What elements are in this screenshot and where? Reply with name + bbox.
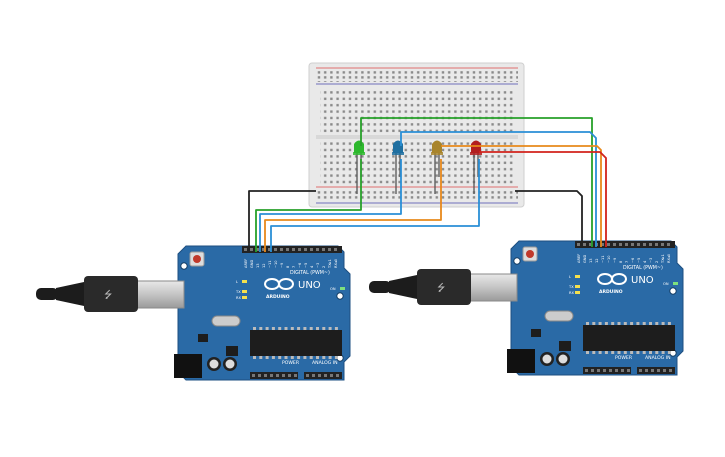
svg-text:~11: ~11 xyxy=(601,255,605,263)
analog-in-label: ANALOG IN xyxy=(645,355,671,361)
power-jack[interactable] xyxy=(507,349,535,373)
usb-cable-left[interactable]: ⭍ xyxy=(36,276,185,312)
uno-logo-text: UNO xyxy=(298,280,321,291)
svg-text:~9: ~9 xyxy=(280,262,284,268)
wire-red-right[interactable] xyxy=(479,151,607,247)
power-label: POWER xyxy=(282,360,300,366)
svg-text:TX▸1: TX▸1 xyxy=(661,254,665,264)
svg-text:~6: ~6 xyxy=(631,257,635,263)
svg-text:~10: ~10 xyxy=(274,260,278,268)
svg-text:~3: ~3 xyxy=(649,258,653,263)
arduino-logo-icon xyxy=(264,278,294,290)
svg-text:TX▸1: TX▸1 xyxy=(328,259,332,269)
digital-label: DIGITAL (PWM~) xyxy=(623,265,663,271)
on-led-label: ON xyxy=(330,287,336,291)
svg-text:~3: ~3 xyxy=(316,263,320,268)
svg-text:8: 8 xyxy=(619,260,623,263)
reset-button[interactable] xyxy=(522,246,538,262)
rx-led-label: RX xyxy=(569,291,574,295)
power-jack[interactable] xyxy=(174,354,202,378)
svg-text:~6: ~6 xyxy=(298,262,302,268)
arduino-brand-text: ARDUINO xyxy=(599,289,623,295)
svg-text:AREF: AREF xyxy=(244,259,248,268)
svg-text:4: 4 xyxy=(643,260,647,263)
usb-symbol-icon: ⭍ xyxy=(104,289,112,301)
power-label: POWER xyxy=(615,355,633,361)
usb-symbol-icon: ⭍ xyxy=(437,282,445,294)
svg-text:13: 13 xyxy=(589,258,593,263)
led-yellow[interactable] xyxy=(431,140,443,195)
svg-text:7: 7 xyxy=(625,261,629,263)
svg-text:12: 12 xyxy=(262,263,266,268)
svg-text:GND: GND xyxy=(583,255,587,263)
digital-header[interactable] xyxy=(242,246,342,253)
svg-text:2: 2 xyxy=(655,261,659,263)
svg-text:~5: ~5 xyxy=(637,258,641,263)
svg-text:8: 8 xyxy=(286,265,290,268)
l-led-label: L xyxy=(236,280,238,284)
svg-text:GND: GND xyxy=(250,260,254,268)
wire-blue-left-1[interactable] xyxy=(259,159,402,252)
l-led-label: L xyxy=(569,275,571,279)
svg-text:~5: ~5 xyxy=(304,263,308,268)
wire-black-left[interactable] xyxy=(248,190,316,252)
wire-blue-right[interactable] xyxy=(400,131,597,247)
svg-text:RX◂0: RX◂0 xyxy=(334,258,338,268)
svg-text:~11: ~11 xyxy=(268,260,272,268)
svg-text:4: 4 xyxy=(310,265,314,268)
wire-green-left[interactable] xyxy=(255,159,362,252)
wire-orange-left[interactable] xyxy=(264,159,442,252)
analog-header[interactable] xyxy=(637,367,675,374)
tx-led-label: TX xyxy=(235,290,241,294)
digital-header[interactable] xyxy=(575,241,675,248)
svg-text:2: 2 xyxy=(322,266,326,268)
atmega-chip xyxy=(250,327,342,359)
svg-text:RX◂0: RX◂0 xyxy=(667,253,671,263)
wire-black-right[interactable] xyxy=(515,190,583,247)
svg-text:13: 13 xyxy=(256,263,260,268)
analog-header[interactable] xyxy=(304,372,342,379)
arduino-logo-icon xyxy=(597,273,627,285)
svg-text:7: 7 xyxy=(292,266,296,268)
analog-in-label: ANALOG IN xyxy=(312,360,338,366)
digital-label: DIGITAL (PWM~) xyxy=(290,270,330,276)
wire-green-right[interactable] xyxy=(360,117,593,247)
wire-blue-left-2[interactable] xyxy=(270,159,480,252)
svg-text:~10: ~10 xyxy=(607,255,611,263)
atmega-chip xyxy=(583,322,675,354)
on-led-label: ON xyxy=(663,282,669,286)
reset-button[interactable] xyxy=(189,251,205,267)
wire-orange-right[interactable] xyxy=(441,145,602,247)
usb-cable-right[interactable]: ⭍ xyxy=(369,269,518,305)
breadboard[interactable] xyxy=(308,62,525,208)
arduino-brand-text: ARDUINO xyxy=(266,294,290,300)
tx-led-label: TX xyxy=(568,285,574,289)
uno-logo-text: UNO xyxy=(631,275,654,286)
svg-text:AREF: AREF xyxy=(577,254,581,263)
power-header[interactable] xyxy=(583,367,631,374)
rx-led-label: RX xyxy=(236,296,241,300)
svg-text:12: 12 xyxy=(595,258,599,263)
svg-text:~9: ~9 xyxy=(613,257,617,263)
power-header[interactable] xyxy=(250,372,298,379)
